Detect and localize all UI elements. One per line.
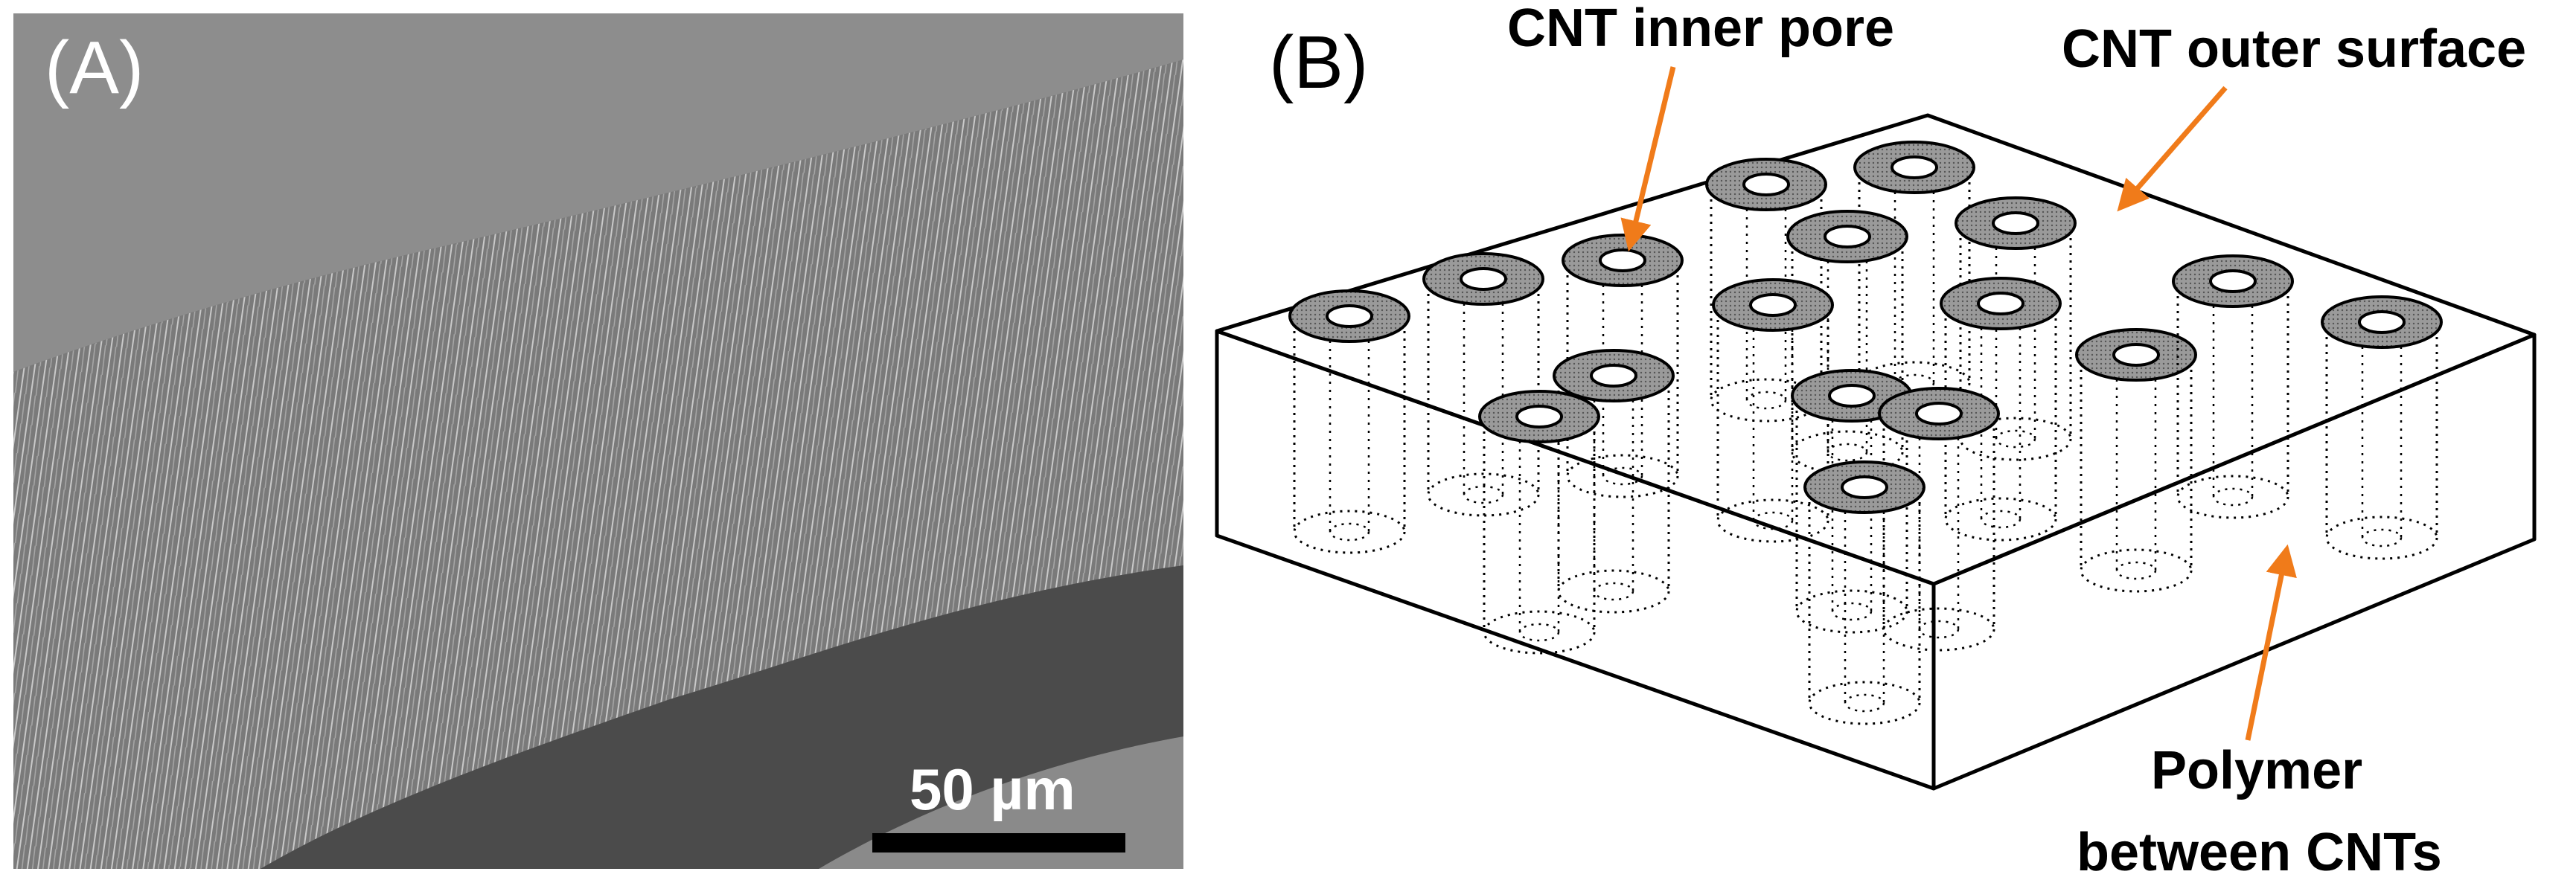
tube-inner-pore [1515, 405, 1563, 428]
tube-bottom-pore [1463, 485, 1504, 504]
tube-bottom-pore [1844, 693, 1885, 713]
tube-bottom-ellipse [1808, 681, 1921, 725]
tube-bottom-ellipse [2176, 475, 2289, 519]
tube-bottom-ellipse [1791, 430, 1904, 475]
tube-bottom-pore [2212, 487, 2254, 507]
tube-inner-pore [1460, 267, 1507, 291]
sem-top-surface [13, 13, 1183, 372]
sem-substrate [261, 565, 1183, 869]
tube-inner-pore [1841, 475, 1888, 499]
tube-bottom-ellipse [2080, 548, 2193, 593]
tube-inner-pore [1742, 173, 1790, 196]
nanotube [1422, 252, 1544, 517]
tube-bottom-ellipse [1716, 498, 1829, 543]
tube-bottom-ellipse [1882, 607, 1995, 652]
tube-bottom-ellipse [1557, 569, 1670, 614]
panel-b-label: (B) [1269, 21, 1368, 104]
tube-bottom-pore [2115, 561, 2157, 580]
tube-bottom-pore [1831, 602, 1873, 621]
tube-bottom-pore [1602, 466, 1643, 486]
tube-bottom-pore [1826, 443, 1868, 462]
nanotube [1853, 141, 1975, 405]
tube-inner-pore [1828, 384, 1876, 408]
arrow-outer-surface [2117, 86, 2228, 212]
scale-bar-label: 50 µm [910, 757, 1076, 822]
annotation-outer-surface: CNT outer surface [2062, 19, 2526, 79]
panel-a-label: (A) [45, 26, 144, 109]
tube-inner-pore [1992, 211, 2039, 235]
nanotube [2075, 328, 2197, 593]
nanotube [1803, 460, 1925, 725]
nanotube [1940, 277, 2062, 542]
nanotube [1553, 349, 1675, 614]
tube-bottom-ellipse [1566, 454, 1679, 498]
tube-bottom-ellipse [1858, 361, 1971, 405]
tube-bottom-ellipse [1944, 497, 2057, 542]
tube-inner-pore [1824, 225, 1871, 248]
scale-bar [872, 833, 1125, 853]
tube-inner-pore [1891, 155, 1938, 179]
nanotube [2321, 295, 2443, 560]
nanotube [1288, 289, 1410, 554]
tube-bottom-ellipse [1959, 417, 2072, 461]
arrow-inner-pore [1620, 66, 1676, 252]
tube-bottom-ellipse [1293, 510, 1406, 554]
block-top-face [1215, 113, 2537, 586]
tube-inner-pore [2209, 269, 2257, 293]
schematic-panel: (B) CNT inner pore CNT outer surface Pol… [1215, 0, 2537, 882]
nanotube [1878, 387, 2000, 652]
arrow-polymer [2245, 544, 2297, 741]
tube-bottom-pore [1518, 623, 1560, 642]
annotation-inner-pore: CNT inner pore [1507, 0, 1894, 58]
sem-cnt-forest [13, 60, 1183, 869]
annotation-polymer-line1: Polymer [2151, 741, 2362, 800]
tube-bottom-pore [1752, 511, 1794, 530]
tube-bottom-pore [1745, 391, 1787, 410]
nanotube [2172, 254, 2294, 519]
tube-bottom-pore [1329, 522, 1370, 542]
tube-inner-pore [1915, 402, 1963, 426]
tube-bottom-pore [1995, 429, 2036, 449]
tube-inner-pore [1590, 364, 1637, 388]
polymer-membrane-block [1215, 113, 2537, 791]
nanotube [1478, 390, 1600, 655]
tube-bottom-ellipse [1427, 472, 1540, 517]
carbon-nanotubes [1288, 141, 2443, 725]
tube-inner-pore [1749, 293, 1797, 317]
tube-bottom-ellipse [1795, 589, 1908, 634]
annotation-polymer-line2: between CNTs [2077, 823, 2442, 882]
tube-inner-pore [1599, 248, 1646, 272]
sem-image-panel: (A) 50 µm [13, 13, 1183, 869]
tube-inner-pore [2112, 343, 2160, 367]
tube-bottom-ellipse [2325, 516, 2438, 560]
tube-bottom-pore [2361, 528, 2403, 548]
tube-inner-pore [1326, 304, 1373, 328]
tube-bottom-pore [1593, 582, 1634, 601]
tube-bottom-pore [1980, 510, 2022, 529]
tube-inner-pore [2358, 310, 2406, 334]
tube-bottom-ellipse [1483, 610, 1596, 655]
tube-inner-pore [1977, 292, 2024, 315]
